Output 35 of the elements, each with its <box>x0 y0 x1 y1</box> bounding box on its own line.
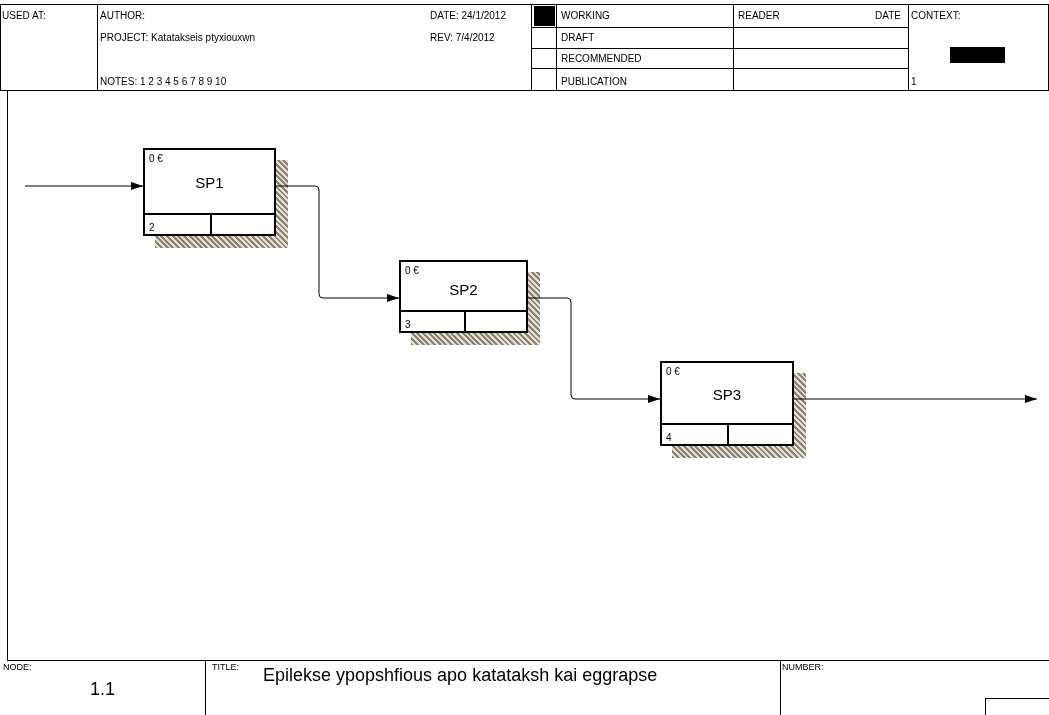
form-label: DATE <box>875 10 901 21</box>
activity-box <box>660 361 794 446</box>
form-label: TITLE: <box>212 663 239 673</box>
diagram-title: Epilekse ypopshfious apo katataksh kai eggrapse <box>263 666 658 686</box>
form-label: WORKING <box>561 10 610 21</box>
form-label: 1.1 <box>90 680 116 700</box>
arrow <box>24 182 144 190</box>
cost-label: 0 € <box>666 366 680 377</box>
activity-name: SP2 <box>448 281 479 299</box>
activity-box <box>143 148 276 236</box>
form-label: NOTES: 1 2 3 4 5 6 7 8 9 10 <box>100 76 227 87</box>
form-label: DRAFT <box>561 32 595 43</box>
form-label: RECOMMENDED <box>561 53 642 64</box>
activity-name: SP3 <box>711 385 743 403</box>
arrow <box>527 297 661 403</box>
form-label: USED AT: <box>2 10 46 21</box>
form-label: READER <box>738 10 780 21</box>
cost-label: 0 € <box>149 153 163 164</box>
form-label: NUMBER: <box>782 663 824 673</box>
form-label: PUBLICATION <box>561 76 627 87</box>
node-number: 4 <box>666 432 672 443</box>
form-label: AUTHOR: <box>100 10 145 21</box>
node-number: 2 <box>149 222 155 233</box>
arrow <box>793 395 1038 403</box>
form-label: 1 <box>911 76 917 87</box>
form-label: PROJECT: Katatakseis ptyxiouxwn <box>100 32 256 43</box>
form-label: REV: 7/4/2012 <box>430 32 495 43</box>
form-label: NODE: <box>3 663 32 673</box>
node-number: 3 <box>405 319 411 330</box>
form-label: CONTEXT: <box>911 10 961 21</box>
activity-name: SP1 <box>194 173 225 191</box>
form-label: DATE: 24/1/2012 <box>430 10 506 21</box>
activity-box <box>399 260 528 333</box>
arrow <box>275 185 400 302</box>
cost-label: 0 € <box>405 265 419 276</box>
